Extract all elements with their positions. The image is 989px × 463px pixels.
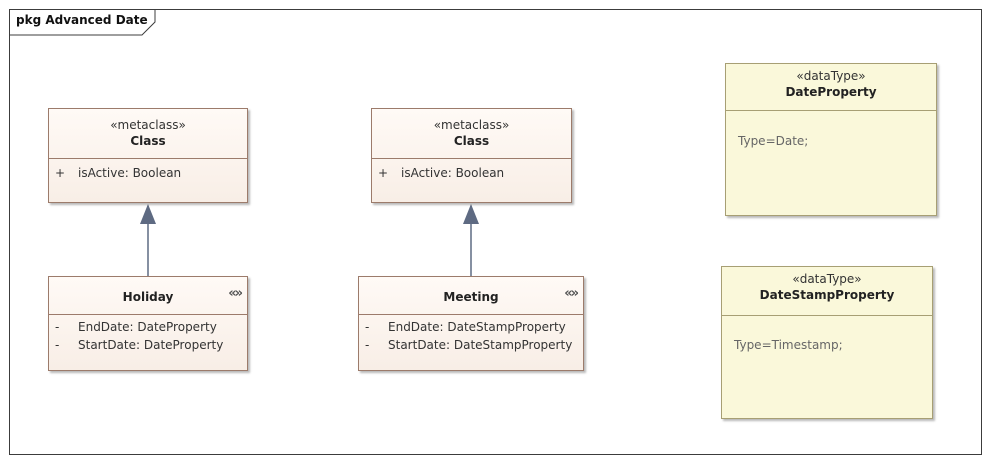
visibility-marker: + xyxy=(378,166,389,180)
datestampproperty-datatype[interactable]: «dataType» DateStampProperty Type=Timest… xyxy=(721,266,933,419)
visibility-marker: + xyxy=(55,166,66,180)
visibility-marker: - xyxy=(365,320,370,334)
enumeration-marker-icon: «» xyxy=(564,286,579,301)
attribute-text: isActive: Boolean xyxy=(401,166,505,180)
metaclass-class-left[interactable]: «metaclass» Class + isActive: Boolean xyxy=(48,108,248,203)
stereotype-label: «metaclass» xyxy=(433,118,510,132)
attribute-text: EndDate: DateProperty xyxy=(78,320,217,334)
meeting-generalization-arrowhead xyxy=(463,204,479,224)
attribute-row[interactable]: + isActive: Boolean xyxy=(378,165,504,181)
holiday-class[interactable]: Holiday «» - EndDate: DateProperty - Start… xyxy=(48,276,248,371)
metaclass-class-right[interactable]: «metaclass» Class + isActive: Boolean xyxy=(371,108,572,203)
class-header: «metaclass» Class xyxy=(372,109,571,159)
attribute-row[interactable]: - StartDate: DateStampProperty xyxy=(365,337,572,353)
dateproperty-datatype[interactable]: «dataType» DateProperty Type=Date; xyxy=(725,63,937,216)
meeting-class[interactable]: Meeting «» - EndDate: DateStampProperty -… xyxy=(358,276,584,371)
class-name: Class xyxy=(130,134,166,148)
frame-title: pkg Advanced Date xyxy=(16,13,148,27)
class-name: Meeting xyxy=(443,290,499,304)
attribute-text: EndDate: DateStampProperty xyxy=(388,320,566,334)
visibility-marker: - xyxy=(55,338,60,352)
stereotype-label: «dataType» xyxy=(796,69,866,83)
attribute-text: StartDate: DateStampProperty xyxy=(388,338,573,352)
attribute-row[interactable]: - EndDate: DateStampProperty xyxy=(365,319,566,335)
stereotype-label: «metaclass» xyxy=(110,118,186,132)
holiday-generalization-arrowhead xyxy=(140,204,156,224)
class-header: Meeting «» xyxy=(359,277,583,315)
class-header: «metaclass» Class xyxy=(49,109,247,159)
frame-tab xyxy=(10,10,156,36)
datatype-header: «dataType» DateProperty xyxy=(726,64,936,111)
attribute-text: StartDate: DateProperty xyxy=(78,338,224,352)
type-constraint-note: Type=Date; xyxy=(738,134,809,148)
attribute-row[interactable]: - StartDate: DateProperty xyxy=(55,337,223,353)
enumeration-marker-icon: «» xyxy=(228,286,243,301)
datatype-name: DateProperty xyxy=(785,85,877,99)
package-frame: pkg Advanced Date xyxy=(9,9,982,455)
datatype-name: DateStampProperty xyxy=(759,288,895,302)
datatype-header: «dataType» DateStampProperty xyxy=(722,267,932,316)
class-header: Holiday «» xyxy=(49,277,247,315)
class-name: Class xyxy=(453,134,490,148)
type-constraint-note: Type=Timestamp; xyxy=(734,338,843,352)
attribute-text: isActive: Boolean xyxy=(78,166,182,180)
visibility-marker: - xyxy=(365,338,370,352)
visibility-marker: - xyxy=(55,320,60,334)
class-name: Holiday xyxy=(122,290,174,304)
attribute-row[interactable]: + isActive: Boolean xyxy=(55,165,181,181)
attribute-row[interactable]: - EndDate: DateProperty xyxy=(55,319,217,335)
stereotype-label: «dataType» xyxy=(792,272,862,286)
